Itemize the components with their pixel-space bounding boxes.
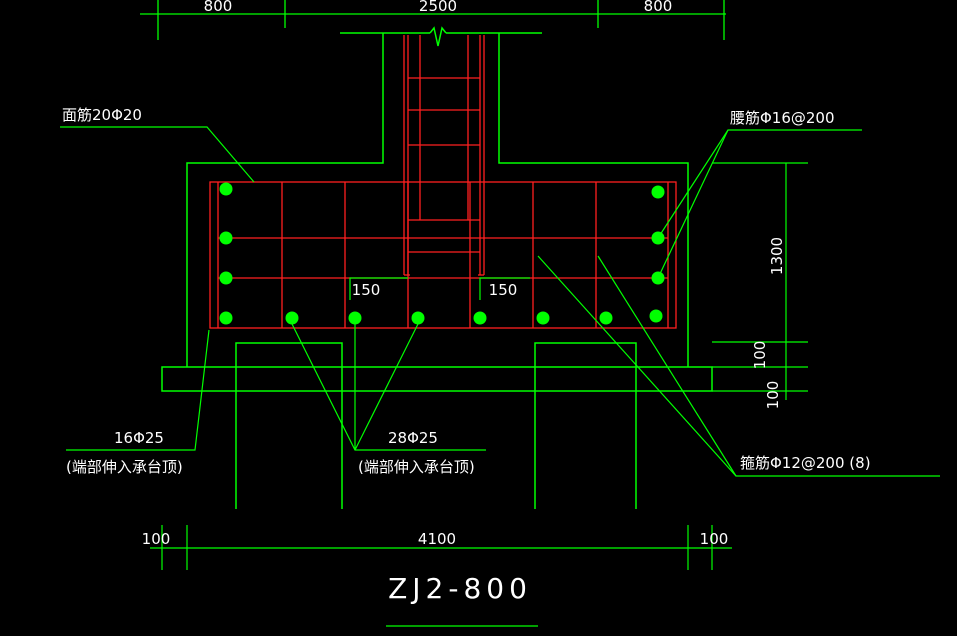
rebar-dot bbox=[348, 311, 362, 325]
rebar-dot bbox=[649, 309, 663, 323]
dim-inner-right: 150 bbox=[489, 281, 518, 299]
dim-right-height: 1300 bbox=[768, 237, 786, 275]
right-dimension bbox=[712, 162, 808, 400]
label-bottom-side-note: (端部伸入承台顶) bbox=[66, 458, 183, 476]
rebar-dot bbox=[411, 311, 425, 325]
dim-top-right: 800 bbox=[644, 0, 673, 15]
label-bottom-side-bars: 16Φ25 bbox=[114, 429, 164, 447]
rebar-dot bbox=[219, 271, 233, 285]
bottom-dimension bbox=[150, 525, 732, 570]
inner-dims bbox=[349, 277, 530, 300]
dim-inner-left: 150 bbox=[352, 281, 381, 299]
dim-top-middle: 2500 bbox=[419, 0, 457, 15]
label-bottom-mid-note: (端部伸入承台顶) bbox=[358, 458, 475, 476]
label-stirrups: 箍筋Φ12@200 (8) bbox=[740, 454, 871, 472]
dim-top-left: 800 bbox=[204, 0, 233, 15]
concrete-outline bbox=[161, 26, 713, 509]
drawing-title: ZJ2-800 bbox=[388, 572, 532, 605]
rebar-dot bbox=[651, 185, 665, 199]
rebar-dot bbox=[219, 182, 233, 196]
rebar-dot bbox=[473, 311, 487, 325]
dim-bottom-middle: 4100 bbox=[418, 530, 456, 548]
label-bottom-mid-bars: 28Φ25 bbox=[388, 429, 438, 447]
label-top-bars: 面筋20Φ20 bbox=[62, 106, 142, 124]
label-waist-bars: 腰筋Φ16@200 bbox=[730, 109, 835, 127]
top-dimension bbox=[140, 0, 726, 40]
dim-right-bottom-2: 100 bbox=[764, 381, 782, 410]
dim-bottom-right: 100 bbox=[700, 530, 729, 548]
rebar-dot bbox=[599, 311, 613, 325]
beam-rebar bbox=[209, 181, 677, 329]
dim-right-bottom-1: 100 bbox=[751, 341, 769, 370]
column-rebar bbox=[403, 35, 485, 276]
dim-bottom-left: 100 bbox=[142, 530, 171, 548]
leader-lines bbox=[60, 126, 940, 477]
rebar-dots bbox=[219, 182, 665, 325]
rebar-dot bbox=[285, 311, 299, 325]
rebar-dot bbox=[219, 311, 233, 325]
rebar-dot bbox=[536, 311, 550, 325]
rebar-dot bbox=[219, 231, 233, 245]
